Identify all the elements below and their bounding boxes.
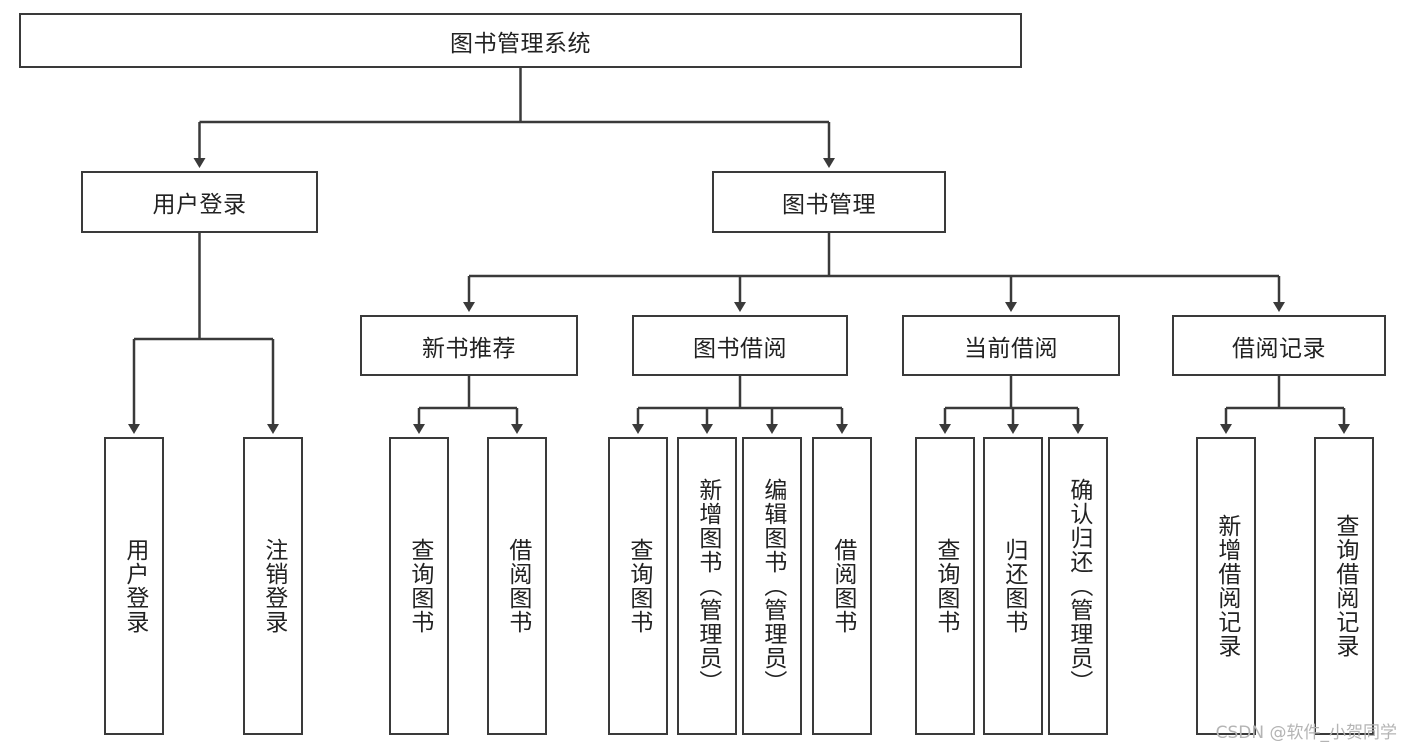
node-label: 新书推荐: [422, 335, 516, 362]
node-label: 当前借阅: [964, 335, 1058, 362]
node-current: 当前借阅: [902, 315, 1120, 376]
node-label: 查询图书: [625, 538, 652, 634]
node-label: 查询图书: [932, 538, 959, 634]
node-root: 图书管理系统: [19, 13, 1022, 68]
node-leaf-cur-1: 查询图书: [915, 437, 975, 735]
node-leaf-login-2: 注销登录: [243, 437, 303, 735]
node-leaf-login-1: 用户登录: [104, 437, 164, 735]
node-leaf-new-2: 借阅图书: [487, 437, 547, 735]
node-leaf-cur-3: 确认归还（管理员）: [1048, 437, 1108, 735]
node-borrow: 图书借阅: [632, 315, 848, 376]
node-label: 编辑图书（管理员）: [759, 478, 786, 694]
node-newbook: 新书推荐: [360, 315, 578, 376]
node-leaf-cur-2: 归还图书: [983, 437, 1043, 735]
node-label: 查询图书: [406, 538, 433, 634]
node-leaf-borrow-1: 查询图书: [608, 437, 668, 735]
node-label: 用户登录: [121, 538, 148, 634]
node-records: 借阅记录: [1172, 315, 1386, 376]
node-leaf-rec-2: 查询借阅记录: [1314, 437, 1374, 735]
node-label: 新增借阅记录: [1213, 514, 1240, 658]
node-bookmgmt: 图书管理: [712, 171, 946, 233]
node-label: 图书管理: [782, 192, 876, 218]
node-label: 图书管理系统: [450, 30, 591, 57]
node-label: 注销登录: [260, 538, 287, 634]
node-leaf-borrow-3: 编辑图书（管理员）: [742, 437, 802, 735]
node-leaf-borrow-4: 借阅图书: [812, 437, 872, 735]
node-login: 用户登录: [81, 171, 318, 233]
node-label: 借阅记录: [1232, 335, 1326, 362]
node-leaf-new-1: 查询图书: [389, 437, 449, 735]
node-label: 用户登录: [152, 192, 247, 218]
node-leaf-rec-1: 新增借阅记录: [1196, 437, 1256, 735]
node-label: 借阅图书: [829, 538, 856, 634]
node-label: 查询借阅记录: [1331, 514, 1358, 658]
node-label: 借阅图书: [504, 538, 531, 634]
node-label: 归还图书: [1000, 538, 1027, 634]
node-label: 确认归还（管理员）: [1065, 478, 1092, 694]
node-leaf-borrow-2: 新增图书（管理员）: [677, 437, 737, 735]
node-label: 新增图书（管理员）: [694, 478, 721, 694]
node-label: 图书借阅: [693, 335, 787, 362]
